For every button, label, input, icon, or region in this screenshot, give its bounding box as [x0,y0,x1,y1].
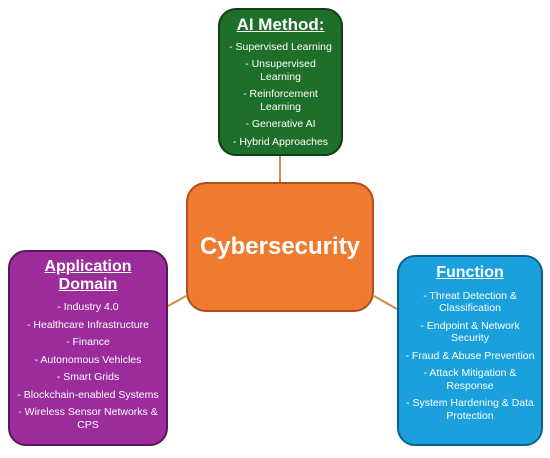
list-item: - Wireless Sensor Networks & CPS [18,406,158,431]
cybersecurity-center-box: Cybersecurity [186,182,374,312]
list-item: - System Hardening & Data Protection [406,397,534,422]
list-item: - Attack Mitigation & Response [423,367,517,392]
function-list: - Threat Detection & Classification - En… [403,290,537,423]
list-item: - Endpoint & Network Security [420,319,520,345]
center-title: Cybersecurity [199,233,361,260]
list-item: - Autonomous Vehicles [34,353,142,366]
list-item: - Smart Grids [56,371,120,384]
list-item: - Unsupervised Learning [245,58,316,83]
ai-method-title: AI Method: [236,15,325,34]
ai-method-list: - Supervised Learning - Unsupervised Lea… [226,41,335,149]
list-item: - Generative AI [245,118,316,131]
list-item: - Reinforcement Learning [243,88,318,113]
list-item: - Finance [66,336,110,349]
list-item: - Fraud & Abuse Prevention [405,349,535,362]
list-item: - Industry 4.0 [57,301,119,314]
function-box: Function - Threat Detection & Classifica… [397,255,543,446]
application-domain-box: Application Domain - Industry 4.0 - Heal… [8,250,168,446]
list-item: - Supervised Learning [229,40,332,53]
application-domain-title: Application Domain [44,258,132,293]
list-item: - Threat Detection & Classification [423,289,517,315]
list-item: - Hybrid Approaches [232,135,329,148]
list-item: - Healthcare Infrastructure [27,318,149,331]
application-domain-list: - Industry 4.0 - Healthcare Infrastructu… [14,301,162,431]
function-title: Function [436,264,504,281]
list-item: - Blockchain-enabled Systems [17,388,159,401]
ai-method-box: AI Method: - Supervised Learning - Unsup… [218,8,343,156]
connector-application-domain [167,295,187,307]
connector-function [373,295,398,310]
